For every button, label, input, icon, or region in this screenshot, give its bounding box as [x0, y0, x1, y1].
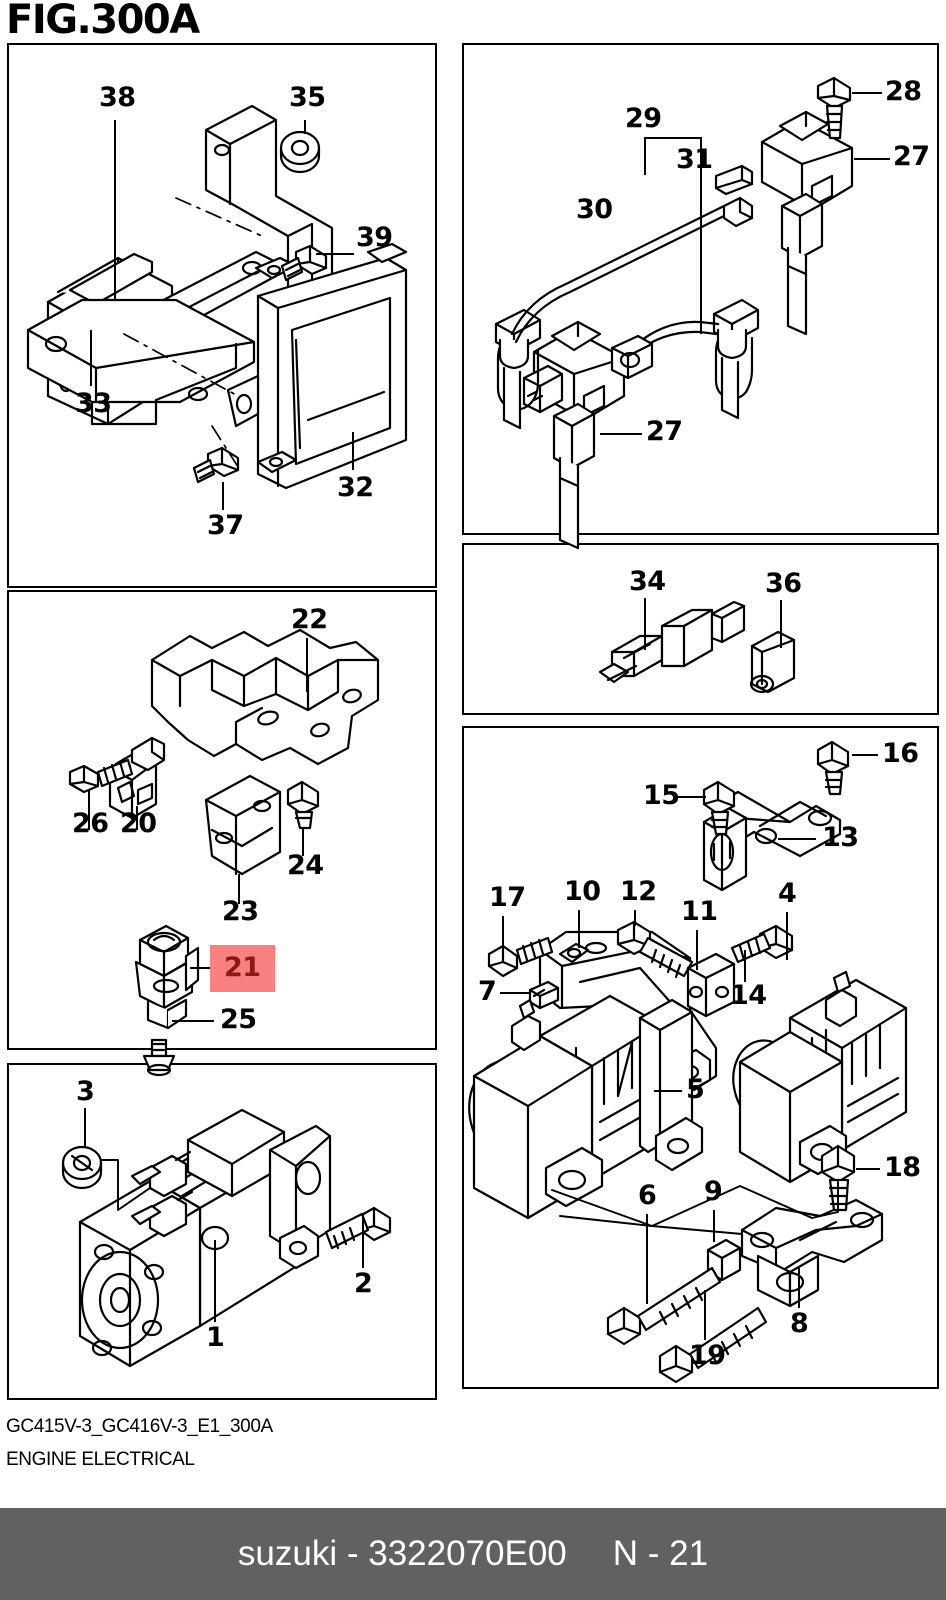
callout-35: 35: [289, 82, 326, 113]
leader-17: [502, 916, 505, 946]
leader-25: [172, 1020, 214, 1023]
leader-6: [646, 1214, 649, 1304]
callout-32: 32: [337, 472, 374, 503]
caption-code: GC415V-3_GC416V-3_E1_300A: [6, 1416, 273, 1437]
callout-15: 15: [643, 780, 680, 811]
callout-5: 5: [686, 1074, 705, 1105]
callout-33: 33: [75, 388, 112, 419]
leader-4: [786, 912, 789, 960]
leader-1: [214, 1240, 217, 1322]
leader-2: [362, 1214, 365, 1268]
leader-19: [704, 1290, 707, 1340]
leader-38: [114, 120, 117, 300]
callout-13: 13: [822, 822, 859, 853]
leader-10: [578, 910, 581, 948]
leader-24: [302, 828, 305, 856]
leader-28: [852, 92, 882, 95]
leader-16: [852, 754, 878, 757]
callout-14: 14: [730, 980, 767, 1011]
callout-7: 7: [478, 976, 497, 1007]
leader-3: [84, 1108, 87, 1146]
caption-name: ENGINE ELECTRICAL: [6, 1449, 195, 1470]
leader-7: [500, 992, 530, 995]
leader-11: [696, 930, 699, 970]
callout-11: 11: [681, 896, 718, 927]
panel-small-sensor: [462, 543, 939, 715]
callout-1: 1: [206, 1322, 225, 1353]
callout-34: 34: [629, 566, 666, 597]
leader-20: [136, 806, 139, 830]
callout-23: 23: [222, 896, 259, 927]
callout-36: 36: [765, 568, 802, 599]
callout-18: 18: [884, 1152, 921, 1183]
callout-30: 30: [576, 194, 613, 225]
leader-35: [304, 120, 307, 134]
leader-37: [222, 482, 225, 510]
leader-12: [634, 910, 637, 926]
callout-17: 17: [489, 882, 526, 913]
footer-page-ref: N - 21: [612, 1534, 709, 1573]
callout-4: 4: [778, 878, 797, 909]
callout-21-highlighted[interactable]: 21: [210, 945, 275, 992]
leader-33: [90, 330, 93, 386]
leader-8: [798, 1268, 801, 1308]
callout-28: 28: [885, 76, 922, 107]
callout-27-lower: 27: [646, 416, 683, 447]
callout-37: 37: [207, 510, 244, 541]
leader-27a: [854, 158, 890, 161]
callout-20: 20: [120, 808, 157, 839]
callout-6: 6: [638, 1180, 657, 1211]
leader-22: [306, 638, 309, 692]
callout-12: 12: [620, 876, 657, 907]
callout-27-upper: 27: [893, 141, 930, 172]
footer-brand-part: suzuki - 3322070E00: [237, 1534, 567, 1573]
figure-title: FIG.300A: [6, 0, 200, 43]
callout-25: 25: [220, 1004, 257, 1035]
leader-32: [352, 432, 355, 470]
callout-16: 16: [882, 738, 919, 769]
leader-21: [190, 967, 220, 970]
leader-15: [678, 796, 706, 799]
callout-10: 10: [564, 876, 601, 907]
callout-8: 8: [790, 1308, 809, 1339]
leader-23: [238, 874, 241, 904]
callout-39: 39: [356, 222, 393, 253]
callout-31: 31: [676, 144, 713, 175]
leader-29: [644, 137, 647, 175]
leader-18: [856, 1168, 880, 1171]
leader-5: [654, 1090, 682, 1093]
leader-26: [88, 790, 91, 830]
panel-alternator: [462, 726, 939, 1389]
leader-34: [644, 598, 647, 650]
callout-19: 19: [689, 1340, 726, 1371]
leader-29-top: [646, 137, 702, 140]
callout-22: 22: [291, 604, 328, 635]
footer-bar: suzuki - 3322070E00 N - 21: [0, 1508, 946, 1600]
leader-39: [316, 253, 354, 256]
leader-27b: [600, 433, 642, 436]
leader-14: [744, 950, 747, 982]
callout-2: 2: [354, 1268, 373, 1299]
callout-3: 3: [76, 1076, 95, 1107]
callout-38: 38: [99, 82, 136, 113]
callout-24: 24: [287, 850, 324, 881]
callout-29: 29: [625, 103, 662, 134]
leader-31: [700, 186, 703, 334]
callout-9: 9: [704, 1176, 723, 1207]
leader-13: [778, 838, 816, 841]
callout-26: 26: [72, 808, 109, 839]
leader-36: [780, 600, 783, 648]
leader-9: [713, 1210, 716, 1242]
